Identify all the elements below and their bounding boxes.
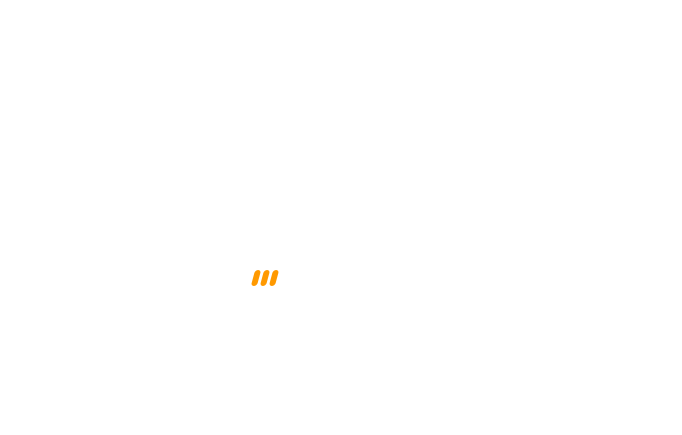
- loading-bar: [268, 270, 280, 286]
- loading-bars-icon: [250, 269, 282, 287]
